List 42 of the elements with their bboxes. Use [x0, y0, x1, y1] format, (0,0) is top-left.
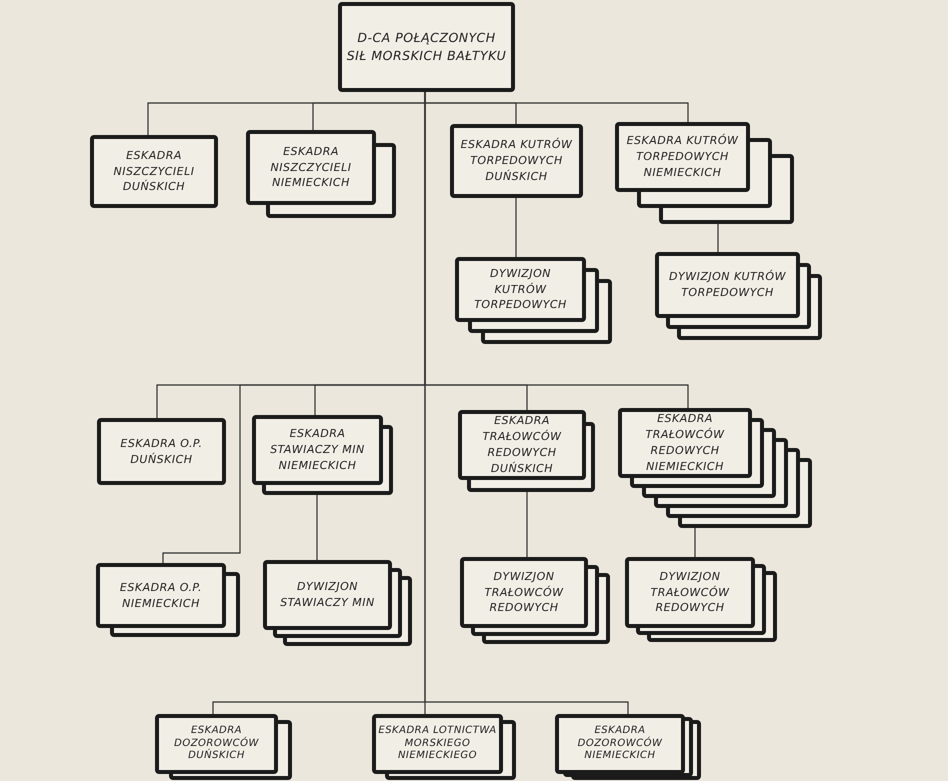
stacked-unit-box — [618, 408, 812, 528]
connector-line — [515, 198, 517, 257]
stacked-unit-box — [96, 563, 240, 637]
unit-name: ESKADRA DOZOROWCÓW DUŃSKICH — [173, 725, 260, 763]
unit-name: ESKADRA TRAŁOWCÓW REDOWYCH DUŃSKICH — [482, 413, 562, 477]
unit-name: DYWIZJON TRAŁOWCÓW REDOWYCH — [484, 568, 564, 616]
stacked-unit-box — [263, 560, 412, 646]
unit-name: DYWIZJON STAWIACZY MIN — [279, 579, 376, 611]
connector-line — [717, 224, 719, 252]
stacked-unit-box — [458, 410, 595, 492]
unit-name: ESKADRA KUTRÓW TORPEDOWYCH DUŃSKICH — [460, 137, 574, 185]
stacked-unit-box — [455, 257, 612, 344]
unit-box — [90, 135, 218, 208]
unit-name: ESKADRA DOZOROWCÓW NIEMIECKICH — [576, 725, 664, 763]
stacked-unit-box — [615, 122, 794, 224]
unit-name: ESKADRA O.P. DUŃSKICH — [119, 436, 204, 468]
unit-name: ESKADRA TRAŁOWCÓW REDOWYCH NIEMIECKICH — [644, 411, 726, 475]
stacked-unit-box — [372, 714, 516, 780]
connector-line — [526, 492, 528, 557]
stacked-unit-box — [655, 252, 822, 340]
stacked-unit-box — [246, 130, 396, 218]
unit-name: ESKADRA O.P. NIEMIECKICH — [118, 580, 204, 612]
stacked-unit-box — [252, 415, 393, 495]
connector-line — [694, 528, 696, 557]
stacked-unit-box — [625, 557, 777, 642]
unit-name: ESKADRA KUTRÓW TORPEDOWYCH NIEMIECKICH — [626, 133, 740, 181]
command-title: D-CA POŁĄCZONYCH SIŁ MORSKICH BAŁTYKU — [346, 28, 507, 65]
unit-box — [338, 2, 515, 92]
unit-name: DYWIZJON KUTRÓW TORPEDOWYCH — [473, 266, 568, 314]
unit-name: ESKADRA STAWIACZY MIN NIEMIECKICH — [269, 426, 366, 474]
unit-name: ESKADRA NISZCZYCIELI NIEMIECKICH — [270, 144, 352, 192]
connector-line — [424, 92, 629, 714]
unit-name: DYWIZJON TRAŁOWCÓW REDOWYCH — [650, 568, 730, 616]
stacked-unit-box — [460, 557, 610, 644]
connector-line — [316, 495, 318, 560]
unit-name: ESKADRA LOTNICTWA MORSKIEGO NIEMIECKIEGO — [378, 725, 497, 763]
unit-name: DYWIZJON KUTRÓW TORPEDOWYCH — [668, 269, 787, 301]
unit-box — [97, 418, 226, 485]
unit-name: ESKADRA NISZCZYCIELI DUŃSKICH — [112, 148, 196, 196]
stacked-unit-box — [555, 714, 701, 780]
stacked-unit-box — [155, 714, 292, 780]
unit-box — [450, 124, 583, 198]
